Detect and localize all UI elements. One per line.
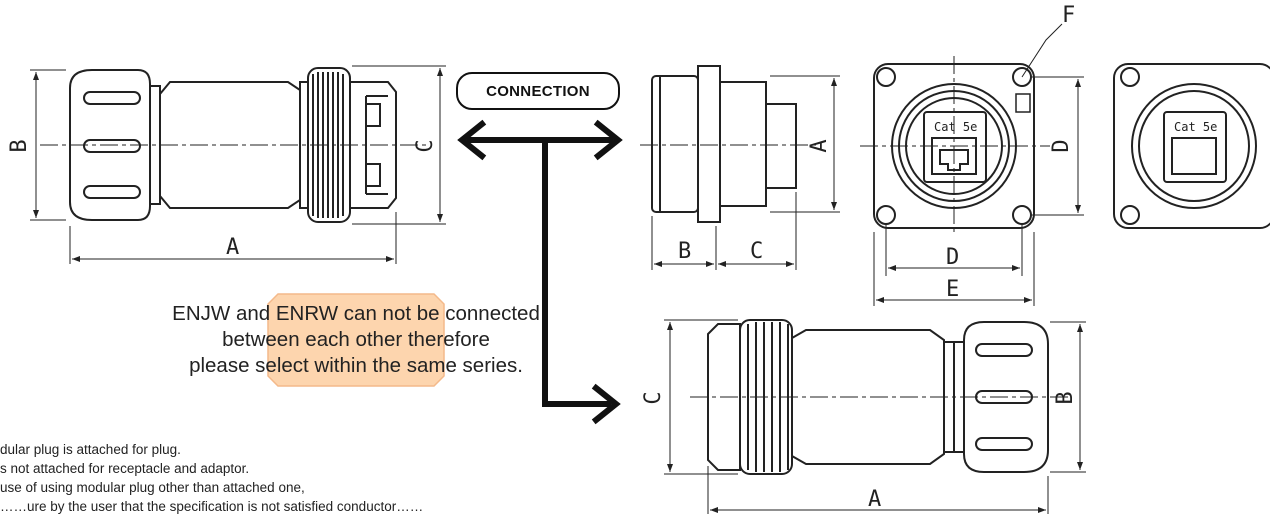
dim-label-receptacle-b: B: [678, 239, 691, 264]
connection-arrows: [457, 119, 623, 425]
dim-label-bottom-c: C: [641, 391, 666, 404]
receptacle-front-drawing: [860, 23, 1084, 306]
footnote-line: ……ure by the user that the specification…: [0, 499, 424, 514]
compatibility-note-line-1: ENJW and ENRW can not be connected: [172, 302, 540, 325]
dim-label-front-f: F: [1062, 3, 1075, 28]
footnote-line: use of using modular plug other than att…: [0, 480, 305, 495]
compatibility-note-line-3: please select within the same series.: [189, 354, 523, 377]
dim-label-receptacle-c: C: [750, 239, 763, 264]
adaptor-front-drawing: [1113, 63, 1270, 229]
connection-label: CONNECTION: [456, 72, 620, 110]
dim-label-front-d: D: [946, 245, 959, 270]
dim-label-front-e: E: [946, 277, 959, 302]
dim-label-plug-a: A: [226, 235, 239, 260]
note-box-shape: [267, 293, 445, 387]
dim-label-bottom-b: B: [1053, 391, 1078, 404]
insert-marking-receptacle: Cat 5e: [934, 120, 977, 134]
dim-label-receptacle-a: A: [807, 139, 832, 152]
dim-label-plug-c: C: [413, 139, 438, 152]
plug-left-drawing: [30, 65, 446, 264]
footnotes: dular plug is attached for plug. s not a…: [0, 440, 660, 516]
connection-label-text: CONNECTION: [486, 82, 590, 100]
compatibility-note-line-2: between each other therefore: [222, 328, 490, 351]
dimension-letters: A B C A B C D D E F A B C Cat 5e Cat 5e: [7, 3, 1217, 512]
dim-label-bottom-a: A: [868, 487, 881, 512]
dimension-arrowheads: [33, 68, 1083, 513]
dim-label-plug-b: B: [7, 139, 32, 152]
plug-bottom-drawing: [664, 319, 1086, 514]
connection-arrow-down: [542, 137, 611, 407]
dim-label-front-d-vertical: D: [1049, 139, 1074, 152]
footnote-line: dular plug is attached for plug.: [0, 442, 181, 457]
receptacle-side-drawing: [640, 65, 840, 270]
insert-marking-adaptor: Cat 5e: [1174, 120, 1217, 134]
footnote-line: s not attached for receptacle and adapto…: [0, 461, 250, 476]
compatibility-note: ENJW and ENRW can not be connected betwe…: [172, 296, 540, 384]
